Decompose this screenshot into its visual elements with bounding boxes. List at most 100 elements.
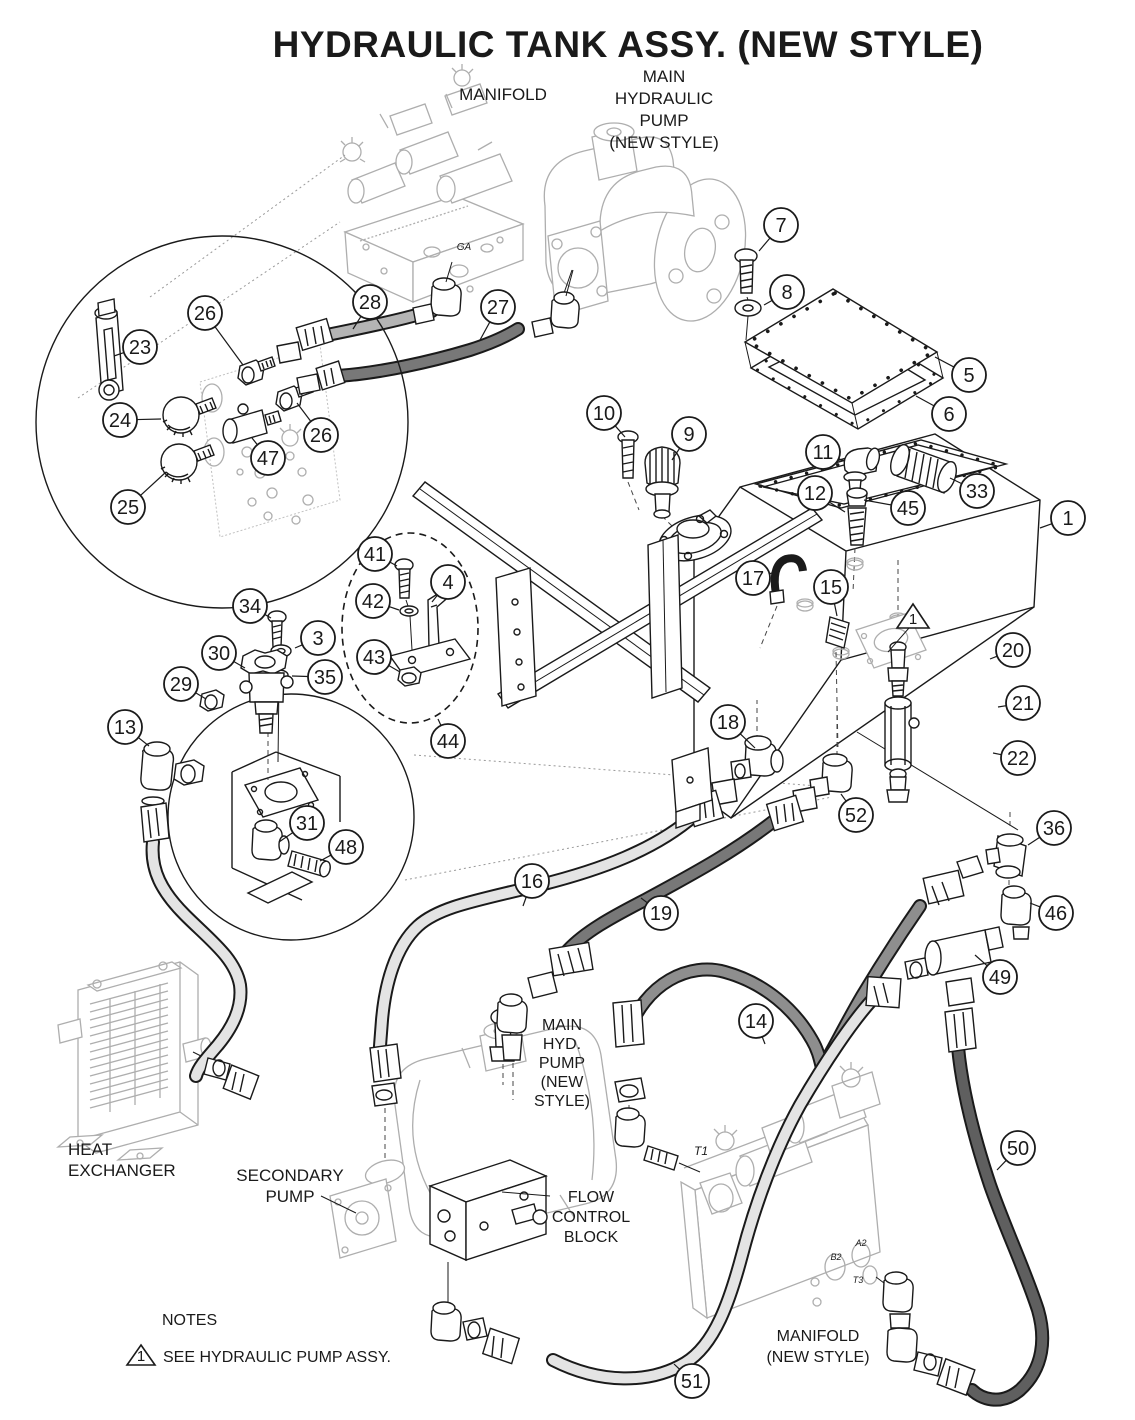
main-hydraulic-pump xyxy=(543,122,747,322)
callout-12: 12 xyxy=(797,475,846,513)
elbow-13 xyxy=(140,741,205,843)
svg-text:26: 26 xyxy=(194,303,216,325)
hose14-right-end xyxy=(922,855,984,906)
callout-25: 25 xyxy=(110,471,167,525)
manifold-top xyxy=(339,64,525,304)
callout-1: 1 xyxy=(1039,500,1086,536)
svg-text:45: 45 xyxy=(897,498,919,520)
svg-text:18: 18 xyxy=(717,712,739,734)
washer-42 xyxy=(399,605,419,617)
callout-21: 21 xyxy=(997,685,1041,721)
elbow-52 xyxy=(809,753,853,798)
hose-16 xyxy=(373,808,702,1053)
hose-end-19 xyxy=(765,786,818,832)
suction-valve-assembly xyxy=(140,610,294,843)
hose51-left-end xyxy=(430,1301,521,1365)
callout-6: 6 xyxy=(915,395,967,432)
callout-42: 42 xyxy=(355,583,400,619)
warning-triangle-2: 1 xyxy=(125,1343,157,1366)
svg-text:12: 12 xyxy=(804,483,826,505)
callout-29: 29 xyxy=(163,666,207,702)
hose-19 xyxy=(555,813,782,965)
callout-41: 41 xyxy=(357,536,398,572)
svg-text:9: 9 xyxy=(683,424,694,446)
hose19-lower-end xyxy=(496,941,594,1100)
hose51-upper-end xyxy=(865,975,902,1009)
svg-text:41: 41 xyxy=(364,544,386,566)
svg-text:30: 30 xyxy=(208,643,230,665)
gauge-fitting-25 xyxy=(160,443,215,484)
nipple-48 xyxy=(287,850,331,878)
hx-fitting xyxy=(203,1057,260,1101)
callout-51: 51 xyxy=(673,1363,710,1399)
callout-13: 13 xyxy=(107,709,150,747)
hose-50 xyxy=(951,1040,1050,1407)
port-label-a2: A2 xyxy=(854,1238,866,1248)
svg-text:25: 25 xyxy=(117,497,139,519)
fitting-45 xyxy=(846,487,868,507)
flow-control-block xyxy=(428,1159,548,1308)
callout-24: 24 xyxy=(102,402,162,438)
sight-gauge-23 xyxy=(94,298,124,401)
svg-text:36: 36 xyxy=(1043,818,1065,840)
elbow-11 xyxy=(843,447,881,491)
bolt-10 xyxy=(617,430,639,479)
flow-control-label-leader xyxy=(501,1191,551,1197)
callout-5: 5 xyxy=(934,356,987,393)
note-1-text: SEE HYDRAULIC PUMP ASSY. xyxy=(163,1349,391,1366)
projection-lines xyxy=(77,154,833,881)
strainer-33 xyxy=(890,444,957,494)
fitting-47 xyxy=(222,403,282,444)
callout-44: 44 xyxy=(430,718,466,759)
fitting-29 xyxy=(199,689,225,712)
inline-fitting-49 xyxy=(904,926,1004,980)
svg-text:23: 23 xyxy=(129,337,151,359)
detail-circle-fittings xyxy=(35,235,409,609)
port-label-t1: T1 xyxy=(694,1144,708,1158)
drain-flange xyxy=(243,767,320,818)
tee-36 xyxy=(985,812,1027,893)
bolt-7 xyxy=(734,248,758,294)
svg-text:51: 51 xyxy=(681,1371,703,1393)
svg-text:4: 4 xyxy=(442,572,453,594)
hose-27 xyxy=(331,322,525,383)
svg-text:44: 44 xyxy=(437,731,459,753)
bolt-34 xyxy=(267,610,287,648)
port-label-t3: T3 xyxy=(853,1275,864,1285)
svg-text:35: 35 xyxy=(314,667,336,689)
callout-30: 30 xyxy=(201,635,246,671)
hose-51 xyxy=(546,993,879,1386)
callout-17: 17 xyxy=(735,560,773,596)
heat-exchanger xyxy=(56,961,212,1161)
callout-16: 16 xyxy=(514,863,550,907)
manifold-bottom-label: MANIFOLD(NEW STYLE) xyxy=(766,1328,869,1366)
callout-19: 19 xyxy=(640,895,679,931)
svg-text:43: 43 xyxy=(363,647,385,669)
callout-9: 9 xyxy=(671,416,707,461)
callout-14: 14 xyxy=(738,1003,774,1045)
callout-20: 20 xyxy=(989,632,1031,668)
svg-text:13: 13 xyxy=(114,717,136,739)
hose-heat-exchanger xyxy=(145,835,248,1083)
breather-and-filler xyxy=(617,430,732,562)
svg-text:1: 1 xyxy=(909,611,917,628)
ball-valve-30 xyxy=(239,649,294,734)
svg-text:22: 22 xyxy=(1007,748,1029,770)
svg-text:21: 21 xyxy=(1012,693,1034,715)
hose16-lower-end xyxy=(369,1043,402,1160)
svg-text:6: 6 xyxy=(943,404,954,426)
lower-fittings xyxy=(203,261,1032,1397)
manifold-top-label: MANIFOLD xyxy=(459,85,547,104)
svg-text:8: 8 xyxy=(781,282,792,304)
callout-26: 26 xyxy=(296,402,339,453)
callout-26: 26 xyxy=(187,295,244,366)
svg-text:27: 27 xyxy=(487,297,509,319)
nut-43 xyxy=(397,666,422,687)
svg-text:34: 34 xyxy=(239,596,261,618)
elbow-46 xyxy=(1000,885,1032,940)
svg-text:42: 42 xyxy=(362,591,384,613)
